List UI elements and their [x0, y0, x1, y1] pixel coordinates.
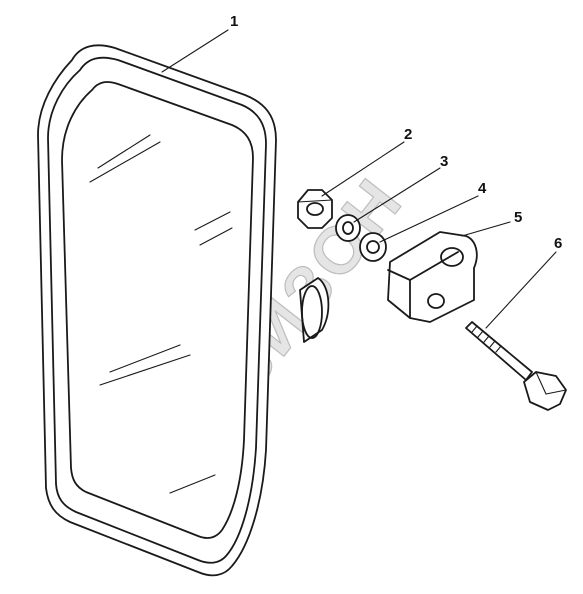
callout-1: 1 [230, 13, 238, 30]
callout-5: 5 [514, 209, 522, 226]
callouts: 1 2 3 4 5 6 [230, 13, 562, 252]
callout-4: 4 [478, 180, 487, 197]
leader-line-4 [379, 195, 479, 243]
callout-2: 2 [404, 126, 412, 143]
nut-icon [297, 189, 333, 229]
leader-line-6 [485, 251, 557, 329]
leader-line-3 [353, 167, 441, 223]
leader-line-2 [321, 141, 405, 197]
callout-6: 6 [554, 235, 562, 252]
clamp-bracket-icon [387, 231, 478, 323]
spring-washer-icon [335, 214, 361, 242]
mirror-icon [37, 44, 330, 577]
callout-3: 3 [440, 153, 448, 170]
bolt-icon [465, 321, 567, 411]
flat-washer-icon [359, 232, 387, 262]
leader-lines [161, 29, 557, 329]
leader-line-5 [461, 221, 511, 237]
leader-line-1 [161, 29, 229, 73]
